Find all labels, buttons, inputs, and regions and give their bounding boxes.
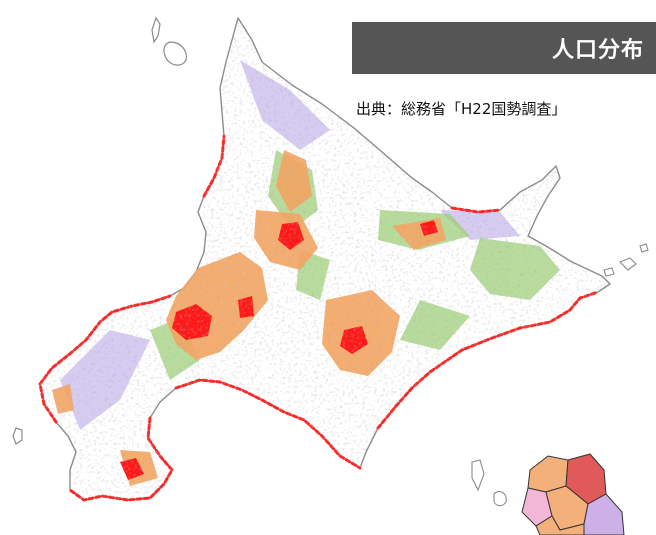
inset-region-south	[535, 515, 585, 535]
kuril-islet-1	[619, 257, 637, 271]
northern-island-2	[493, 491, 507, 507]
kuril-islet-2	[603, 267, 615, 277]
rebun-island	[151, 16, 161, 44]
title-banner: 人口分布	[352, 22, 656, 74]
kuril-islet-3	[639, 243, 649, 253]
okushiri-island	[12, 427, 23, 445]
rishiri-island	[163, 41, 187, 66]
map-title: 人口分布	[551, 38, 644, 63]
tohoku-inset	[521, 453, 625, 535]
northern-island-1	[471, 459, 485, 492]
source-note: 出典：総務省「H22国勢調査」	[356, 100, 567, 118]
inset-region-northwest	[527, 455, 569, 493]
